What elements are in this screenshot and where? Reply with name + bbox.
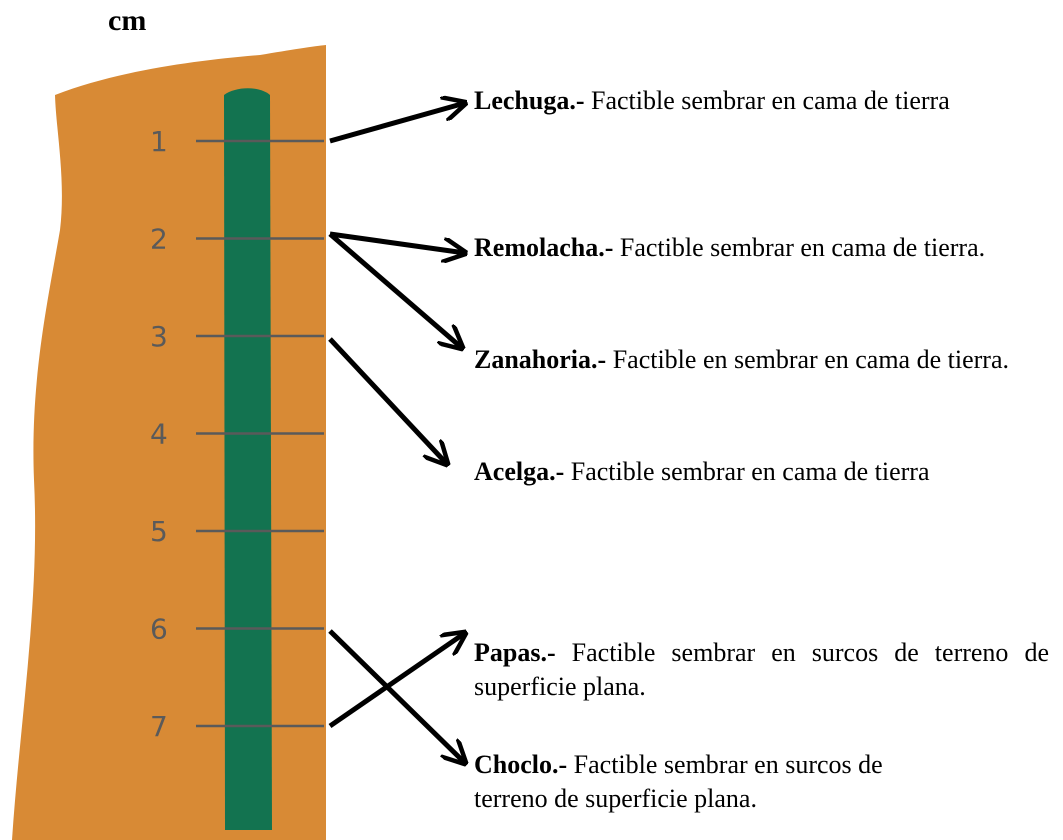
unit-label: cm bbox=[108, 4, 147, 37]
crop-text: Factible sembrar en cama de tierra. bbox=[619, 233, 986, 262]
crop-choclo: Choclo.- Factible sembrar en surcos de t… bbox=[474, 748, 914, 816]
arrow-choclo bbox=[328, 629, 465, 763]
crop-name: Choclo.- bbox=[474, 750, 568, 779]
scale-tick-label: 6 bbox=[150, 613, 168, 646]
crop-text: Factible sembrar en cama de tierra bbox=[591, 86, 950, 115]
crop-text: Factible en sembrar en cama de tierra. bbox=[612, 345, 1009, 374]
crop-name: Remolacha.- bbox=[474, 233, 614, 262]
crop-lechuga: Lechuga.- Factible sembrar en cama de ti… bbox=[474, 84, 1049, 118]
scale-tick-label: 3 bbox=[150, 320, 168, 353]
crop-name: Zanahoria.- bbox=[474, 345, 607, 374]
crop-text: Factible sembrar en surcos de terreno de… bbox=[474, 638, 1049, 701]
crop-name: Acelga.- bbox=[474, 457, 565, 486]
arrow-acelga bbox=[328, 337, 447, 464]
crop-text: Factible sembrar en cama de tierra bbox=[570, 457, 930, 486]
crop-acelga: Acelga.- Factible sembrar en cama de tie… bbox=[474, 455, 1049, 489]
scale-tick-label: 7 bbox=[150, 710, 168, 743]
scale-tick-label: 4 bbox=[150, 418, 168, 451]
crop-name: Papas.- bbox=[474, 638, 556, 667]
depth-scale: 1 2 3 4 5 6 7 bbox=[150, 125, 324, 743]
crop-text: Factible sembrar en surcos de terreno de… bbox=[474, 750, 883, 813]
arrow-remolacha bbox=[329, 231, 465, 253]
arrows bbox=[328, 103, 465, 763]
crop-zanahoria: Zanahoria.- Factible en sembrar en cama … bbox=[474, 343, 1049, 377]
arrow-zanahoria bbox=[328, 232, 462, 348]
crop-papas: Papas.- Factible sembrar en surcos de te… bbox=[474, 636, 1049, 704]
crop-remolacha: Remolacha.- Factible sembrar en cama de … bbox=[474, 231, 1049, 265]
scale-tick-label: 5 bbox=[150, 515, 168, 548]
scale-tick-label: 1 bbox=[150, 125, 168, 158]
soil-profile bbox=[12, 45, 326, 840]
scale-tick-label: 2 bbox=[150, 223, 168, 256]
plant-root bbox=[224, 88, 272, 830]
arrow-lechuga bbox=[329, 103, 465, 144]
arrow-papas bbox=[328, 633, 465, 729]
crop-name: Lechuga.- bbox=[474, 86, 585, 115]
